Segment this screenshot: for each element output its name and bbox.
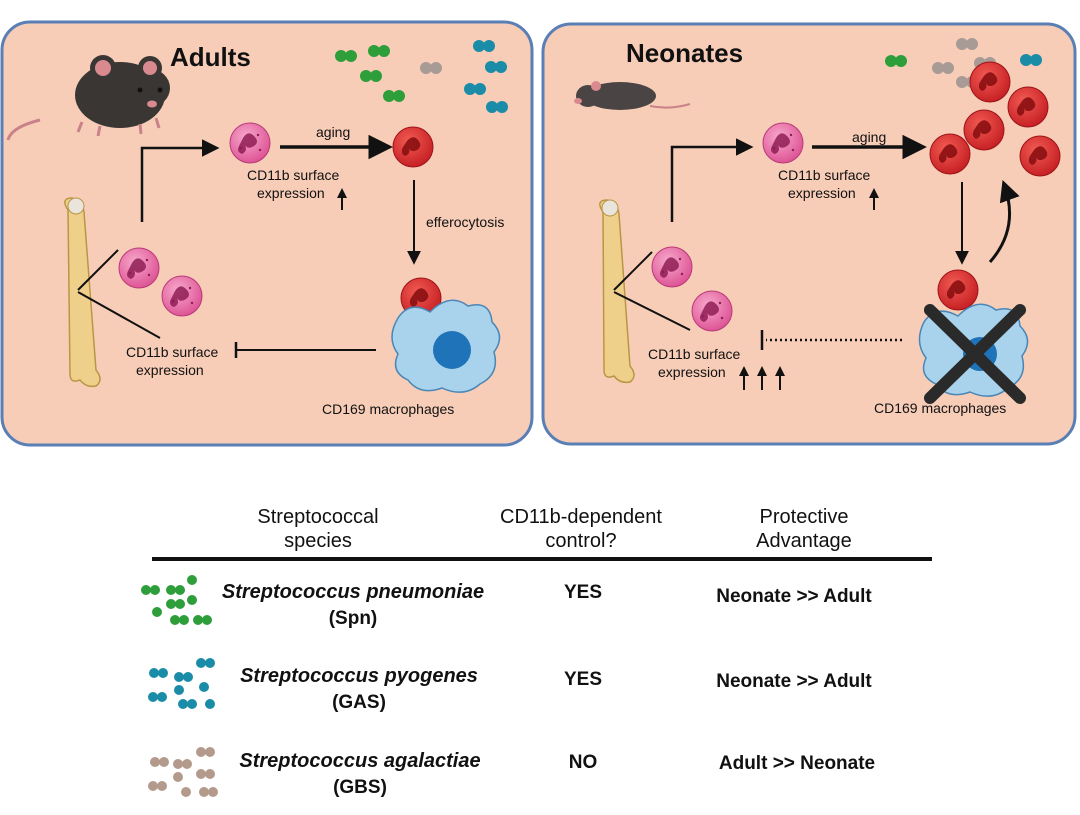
adult-bone-line-1 bbox=[77, 249, 119, 291]
adult-macrophage-label: CD169 macrophages bbox=[322, 401, 454, 417]
neonate-marrow-neutrophil-2 bbox=[691, 290, 733, 332]
neonate-young-neutrophil bbox=[762, 122, 804, 164]
table-row: Streptococcus pneumoniae (Spn) YES Neona… bbox=[141, 575, 872, 629]
neonate-return-label-1: CD11b surface bbox=[648, 346, 741, 362]
neonate-aged-neutrophil-1 bbox=[969, 61, 1011, 103]
neonate-marrow-neutrophil-1 bbox=[651, 246, 693, 288]
header-advantage-line-1: Protective bbox=[760, 506, 849, 528]
adult-marrow-neutrophil-1 bbox=[118, 247, 160, 289]
header-advantage-line-2: Advantage bbox=[756, 530, 852, 552]
neonate-surface-label-1: CD11b surface bbox=[778, 167, 871, 183]
row-advantage-value: Neonate >> Adult bbox=[716, 586, 872, 607]
neonate-mouse-icon bbox=[574, 81, 691, 110]
adult-bacteria-cluster-icon bbox=[335, 40, 508, 113]
neonate-surface-label-2: expression bbox=[788, 185, 856, 201]
species-table: Streptococcal species CD11b-dependent co… bbox=[141, 506, 932, 798]
row-species-name: Streptococcus agalactiae bbox=[239, 750, 480, 772]
neonate-aged-neutrophil-3 bbox=[963, 109, 1005, 151]
neonates-title: Neonates bbox=[626, 38, 743, 68]
adult-macrophage-icon bbox=[391, 299, 501, 393]
adult-surface-label-1: CD11b surface bbox=[247, 167, 340, 183]
adult-bone-icon bbox=[64, 197, 101, 388]
neonates-panel: Neonates bbox=[541, 22, 1077, 446]
row-advantage-value: Neonate >> Adult bbox=[716, 671, 872, 692]
neonate-release-arrow bbox=[670, 138, 754, 222]
blocked-x-icon bbox=[924, 304, 1026, 404]
row-species-abbr: (GBS) bbox=[333, 777, 387, 798]
row-advantage-value: Adult >> Neonate bbox=[719, 753, 875, 774]
adult-surface-label-2: expression bbox=[257, 185, 325, 201]
row-control-value: YES bbox=[564, 669, 602, 690]
neonate-bone-line-2 bbox=[613, 291, 691, 331]
adult-aging-label: aging bbox=[316, 124, 350, 140]
adult-aged-neutrophil bbox=[392, 126, 434, 168]
adult-release-arrow bbox=[140, 139, 220, 222]
adult-efferocytosis-label: efferocytosis bbox=[426, 214, 504, 230]
table-row: Streptococcus pyogenes (GAS) YES Neonate… bbox=[148, 658, 872, 713]
gbs-bacteria-icon bbox=[148, 747, 218, 797]
neonate-bone-line-1 bbox=[613, 251, 653, 291]
row-species-abbr: (Spn) bbox=[329, 608, 378, 629]
row-species-name: Streptococcus pyogenes bbox=[240, 665, 478, 687]
adult-return-label-2: expression bbox=[136, 362, 204, 378]
row-control-value: NO bbox=[569, 752, 598, 773]
adult-young-neutrophil bbox=[229, 122, 271, 164]
header-control-line-2: control? bbox=[545, 530, 616, 552]
neonate-return-label-2: expression bbox=[658, 364, 726, 380]
neonate-return-curve-arrow bbox=[988, 180, 1020, 263]
neonate-aged-neutrophil-4 bbox=[1019, 135, 1061, 177]
adult-return-label-1: CD11b surface bbox=[126, 344, 219, 360]
row-species-abbr: (GAS) bbox=[332, 692, 386, 713]
gas-bacteria-icon bbox=[148, 658, 215, 709]
header-species-line-2: species bbox=[284, 530, 352, 552]
neonate-bone-icon bbox=[599, 199, 635, 384]
header-control-line-1: CD11b-dependent bbox=[500, 506, 662, 528]
adults-panel: Adults bbox=[0, 20, 534, 447]
adult-mouse-icon bbox=[6, 55, 170, 141]
spn-bacteria-icon bbox=[141, 575, 212, 625]
neonate-unengulfed-neutrophil bbox=[937, 269, 979, 311]
table-row: Streptococcus agalactiae (GBS) NO Adult … bbox=[148, 747, 875, 798]
neonate-macrophage-label: CD169 macrophages bbox=[874, 400, 1006, 416]
row-control-value: YES bbox=[564, 582, 602, 603]
neonate-aged-neutrophil-5 bbox=[929, 133, 971, 175]
header-species-line-1: Streptococcal bbox=[257, 506, 378, 528]
neonate-aged-neutrophil-2 bbox=[1007, 86, 1049, 128]
adult-marrow-neutrophil-2 bbox=[161, 275, 203, 317]
neonate-aging-label: aging bbox=[852, 129, 886, 145]
adult-bone-line-2 bbox=[77, 291, 161, 339]
adults-title: Adults bbox=[170, 42, 251, 72]
row-species-name: Streptococcus pneumoniae bbox=[222, 581, 484, 603]
